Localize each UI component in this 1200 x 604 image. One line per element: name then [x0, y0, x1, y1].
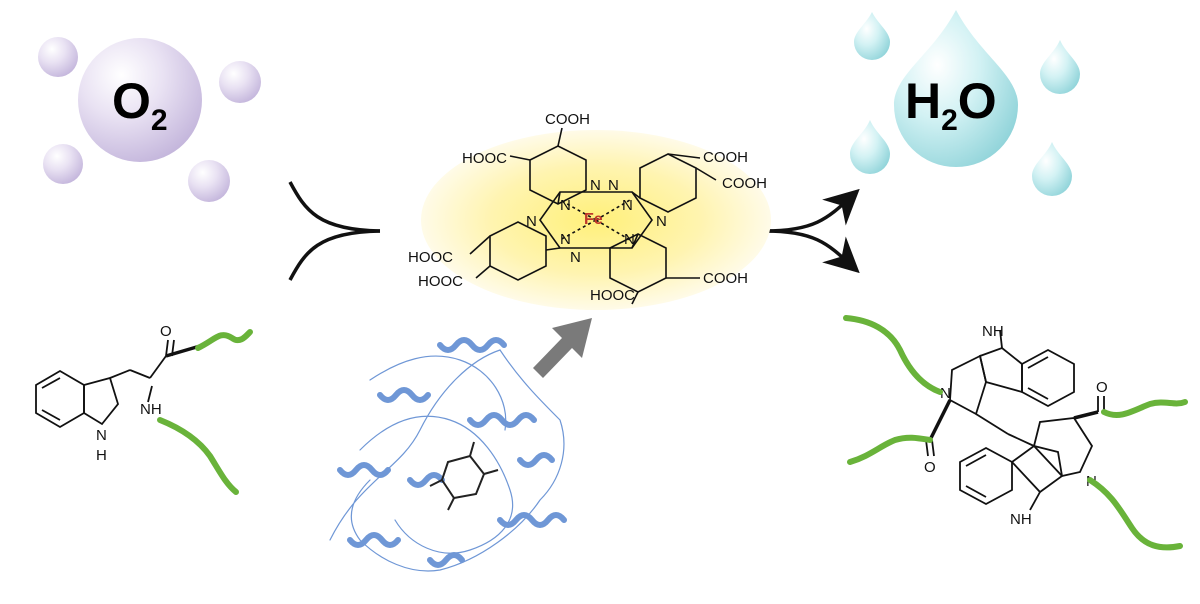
- carboxyl-label: HOOC: [462, 150, 507, 167]
- carboxyl-label: COOH: [545, 111, 590, 128]
- ring-n-label: N: [590, 177, 601, 194]
- product-n-left: N: [940, 385, 951, 402]
- ring-n-label: N: [570, 249, 581, 266]
- heme-cofactor: [429, 441, 499, 511]
- carboxyl-label: HOOC: [590, 287, 635, 304]
- enzyme-to-catalyst-arrow: [533, 318, 592, 378]
- diverging-arrow: [764, 188, 860, 274]
- carboxyl-label: HOOC: [418, 273, 463, 290]
- product-o-left: O: [924, 459, 936, 476]
- ring-n-label: N: [526, 213, 537, 230]
- substrate-amide-nh: NH: [140, 401, 162, 418]
- oxygen-bubble-small: [188, 160, 230, 202]
- oxygen-cluster: O2: [38, 37, 261, 202]
- water-drop-main: [894, 10, 1018, 168]
- fe-phthalocyanine-catalyst: N N N N N N N N N Fe COOH COOH COOH COOH…: [408, 111, 771, 310]
- oxygen-bubble-small: [38, 37, 78, 77]
- water-formula: H2O: [905, 73, 997, 137]
- oxygen-bubble-main: [78, 38, 202, 162]
- substrate-indole-h: H: [96, 447, 107, 464]
- converging-arrow: [288, 181, 381, 281]
- product-peptide-ribbons: [843, 315, 1188, 551]
- peptide-chain-ribbon: [157, 329, 253, 495]
- carboxyl-label: COOH: [703, 270, 748, 287]
- water-cluster: H2O: [850, 10, 1080, 196]
- substrate-carbonyl-o: O: [160, 323, 172, 340]
- oxygen-bubble-small: [43, 144, 83, 184]
- oxygen-formula: O2: [112, 73, 168, 137]
- macrocycle-bonds: [469, 127, 717, 305]
- tryptophan-substrate: [35, 339, 201, 429]
- ring-n-label: N: [560, 231, 571, 248]
- product-o-right: O: [1096, 379, 1108, 396]
- dimer-product: [925, 329, 1105, 511]
- ring-n-label: N: [622, 197, 633, 214]
- water-drop-small: [850, 120, 890, 174]
- enzyme-protein-structure: [329, 337, 567, 572]
- ring-n-label: N: [560, 197, 571, 214]
- carboxyl-label: COOH: [722, 175, 767, 192]
- substrate-indole-n: N: [96, 427, 107, 444]
- carboxyl-label: COOH: [703, 149, 748, 166]
- iron-center-label: Fe: [584, 211, 603, 228]
- ring-n-label: N: [608, 177, 619, 194]
- product-top-nh: NH: [982, 323, 1004, 340]
- water-drop-small: [1040, 40, 1080, 94]
- oxygen-bubble-small: [219, 61, 261, 103]
- product-bottom-nh: NH: [1010, 511, 1032, 528]
- ring-n-label: N: [624, 231, 635, 248]
- carboxyl-label: HOOC: [408, 249, 453, 266]
- water-drop-small: [854, 12, 890, 60]
- water-drop-small: [1032, 142, 1072, 196]
- ring-n-label: N: [656, 213, 667, 230]
